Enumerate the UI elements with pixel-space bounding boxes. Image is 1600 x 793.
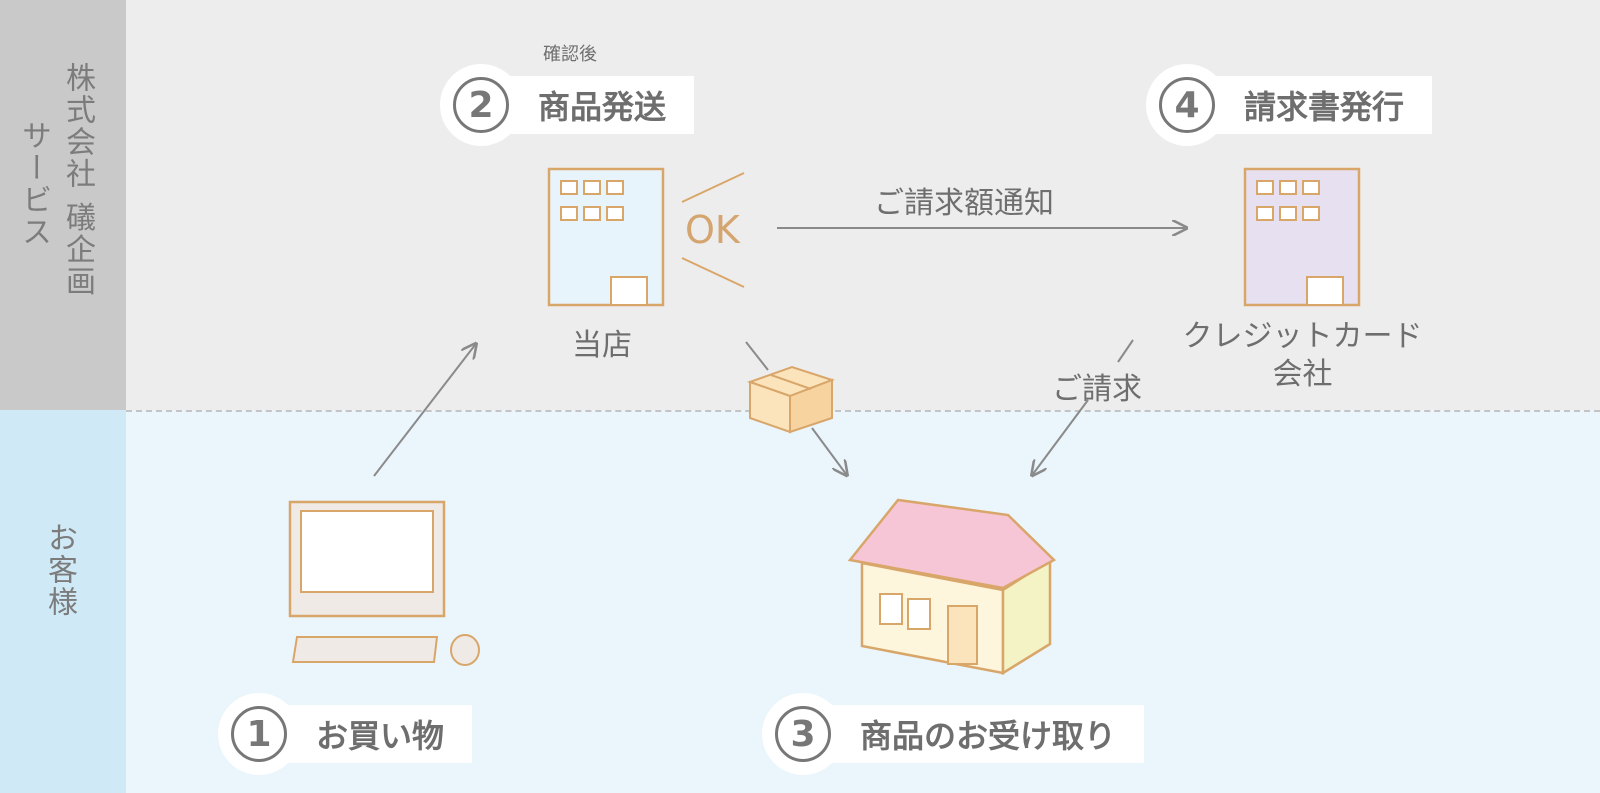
customer-side-panel [0,410,126,793]
notify-label: ご請求額通知 [874,186,1054,221]
card-company-label: クレジットカード 会社 [1182,319,1423,392]
step-4-number-icon: 4 [1146,64,1228,146]
step-1: 1 お買い物 [218,693,473,775]
step-3-label: 商品のお受け取り [830,705,1145,763]
store-label: 当店 [572,328,632,363]
billing-label: ご請求 [1052,372,1142,407]
step-2: 2 商品発送 [440,64,695,146]
arrow-ship-upper [745,341,769,371]
side-label-service: サービス [16,120,51,248]
ok-label: OK [685,208,740,252]
arrow-order [373,345,475,477]
card-company-building-icon [1243,167,1361,307]
store-building-icon [547,167,665,307]
confirm-after-label: 確認後 [543,44,597,65]
step-2-label: 商品発送 [508,76,695,134]
step-3-number-icon: 3 [762,693,844,775]
arrow-ship [811,427,846,474]
arrow-billing [1033,399,1089,474]
step-4: 4 請求書発行 [1146,64,1433,146]
dashed-divider [126,410,1600,412]
side-label-customer: お客様 [42,522,77,618]
computer-icon [288,500,480,666]
service-side-panel [0,0,126,410]
step-3: 3 商品のお受け取り [762,693,1145,775]
side-label-company: 株式会社 礒企画 [60,62,95,298]
house-icon [847,498,1057,676]
package-box-icon [747,365,836,434]
step-4-label: 請求書発行 [1214,76,1433,134]
step-1-number-icon: 1 [218,693,300,775]
step-1-label: お買い物 [286,705,473,763]
arrow-billing-upper [1117,339,1134,363]
step-2-number-icon: 2 [440,64,522,146]
ok-rays [681,172,745,288]
